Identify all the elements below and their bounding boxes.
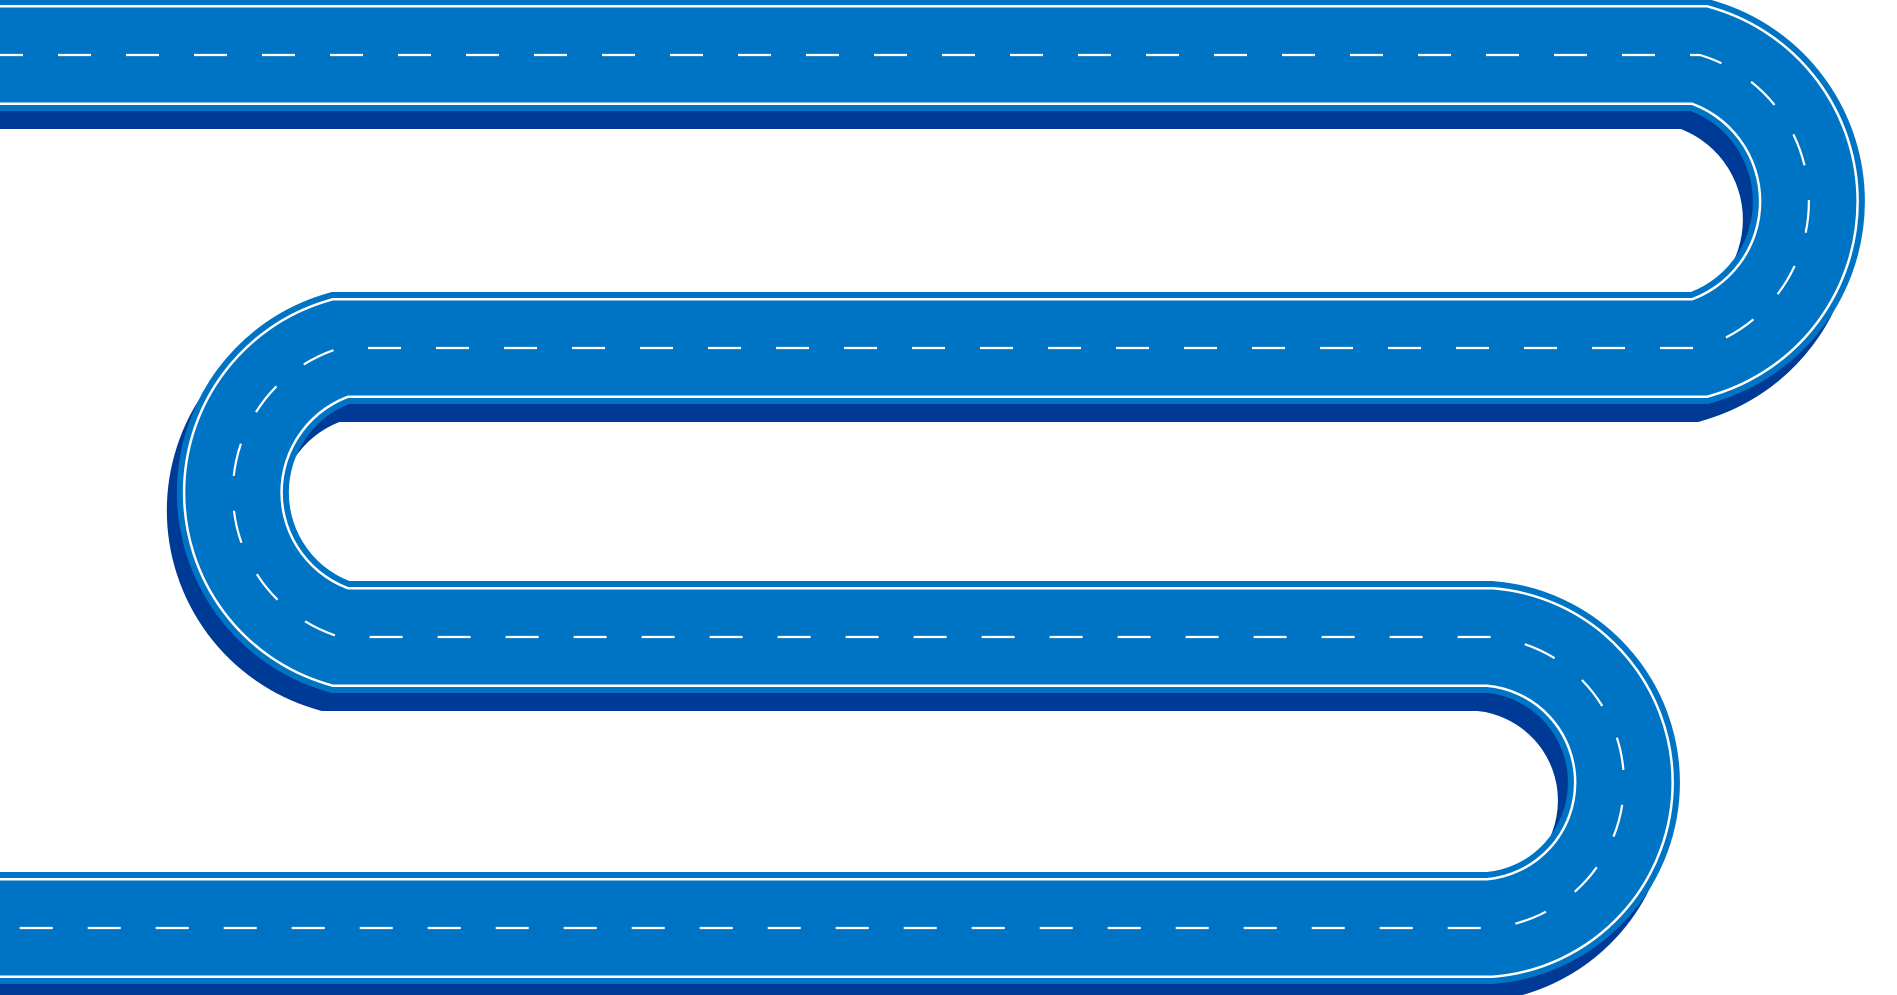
lane-divider-dashed <box>0 53 1810 930</box>
road-edge-line <box>0 7 1857 976</box>
